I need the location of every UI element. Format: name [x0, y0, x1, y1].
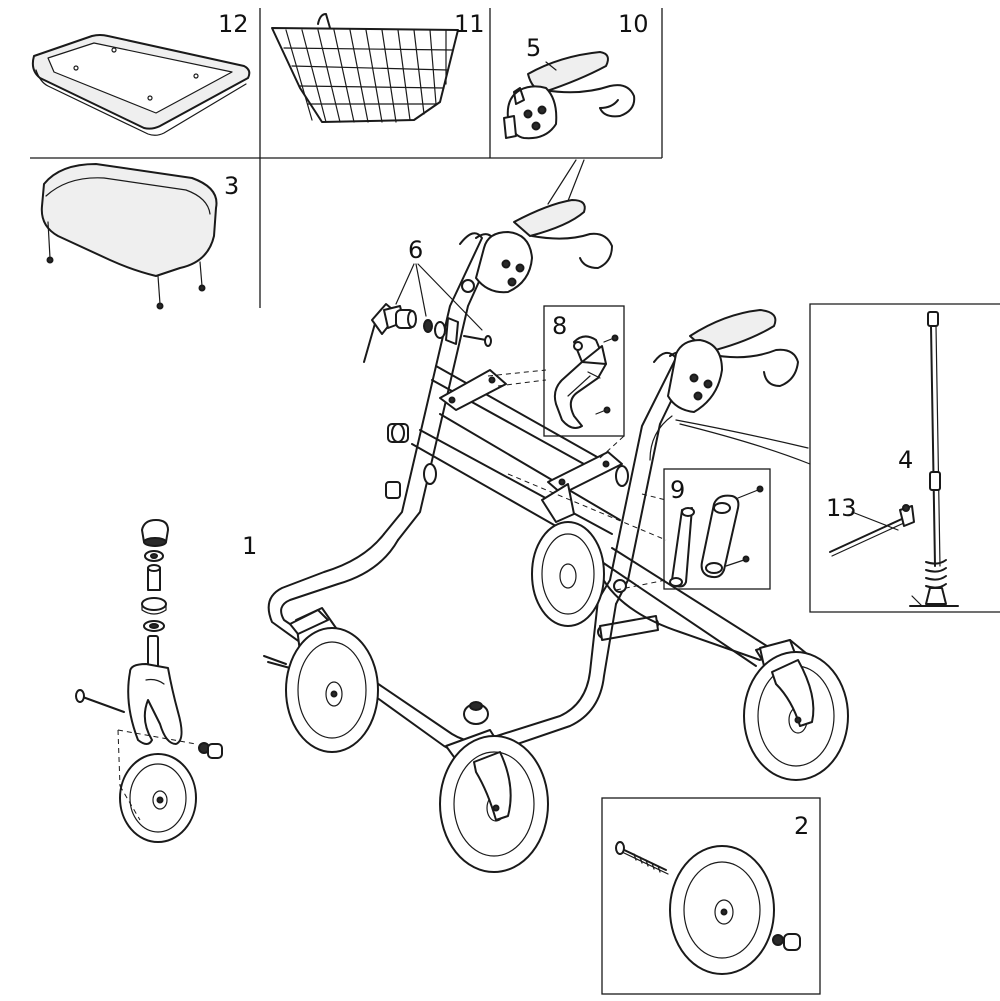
callout-9: 9 — [670, 476, 685, 504]
part-3-seat — [40, 163, 218, 310]
part-13-cable-clip — [829, 504, 915, 557]
part-10-brake-handle — [503, 51, 636, 140]
callout-5: 5 — [526, 34, 541, 62]
callout-12: 12 — [218, 10, 249, 38]
part-2-wheel-exploded — [615, 841, 801, 975]
part-9-hinge-parts — [669, 485, 764, 588]
callout-3: 3 — [224, 172, 239, 200]
rollator-wheels — [285, 521, 849, 873]
part-11-basket — [271, 13, 459, 123]
part-12-tray — [31, 34, 251, 136]
dashed-leaders — [487, 369, 667, 591]
panel-frames — [30, 8, 1000, 995]
callout-4: 4 — [898, 446, 913, 474]
part-6-height-adjust — [363, 263, 492, 363]
callout-11: 11 — [454, 10, 485, 38]
callout-6: 6 — [408, 236, 423, 264]
leader-10 — [547, 159, 585, 207]
callout-13: 13 — [826, 494, 857, 522]
part-1-caster-exploded — [75, 519, 223, 843]
callout-8: 8 — [552, 312, 567, 340]
panel-2-frame — [601, 797, 821, 995]
panel-9-frame — [663, 468, 771, 590]
callouts: 12 11 10 5 3 6 8 4 9 13 1 2 — [218, 10, 913, 840]
callout-2: 2 — [794, 812, 809, 840]
callout-10: 10 — [618, 10, 649, 38]
part-8-bracket — [553, 334, 619, 429]
panel-4-frame — [809, 303, 1000, 613]
panel-8-frame — [543, 305, 625, 437]
callout-1: 1 — [242, 532, 257, 560]
part-4-brake-cable — [909, 311, 959, 607]
